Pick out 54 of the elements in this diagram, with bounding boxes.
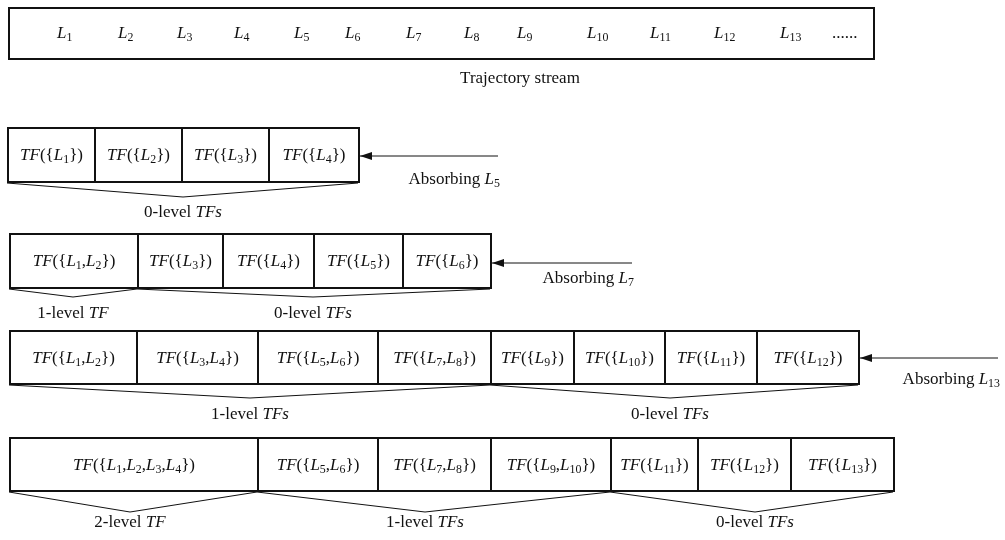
- symbol-label: L$_{11}$: [650, 23, 671, 43]
- symbol-label: L$_{13}$: [780, 23, 802, 43]
- ellipsis: ......: [832, 23, 858, 43]
- frame-cell: TF({L$_{3}$}): [181, 127, 270, 183]
- frame-cell: TF({L$_{9}$}): [490, 330, 575, 385]
- frame-cell: TF({L$_{3}$,L$_{4}$}): [136, 330, 259, 385]
- level-label: 1-level TF: [37, 303, 109, 323]
- frame-cell: TF({L$_{12}$}): [697, 437, 792, 492]
- stream-label: Trajectory stream: [460, 68, 580, 88]
- annotation-text: Absorbing L$_{13}$: [872, 357, 1000, 389]
- frame-cell: TF({L$_{11}$}): [664, 330, 758, 385]
- symbol-label: L$_{2}$: [118, 23, 134, 43]
- frame-cell: TF({L$_{4}$}): [222, 233, 315, 289]
- frame-cell: TF({L$_{7}$,L$_{8}$}): [377, 330, 492, 385]
- frame-cell: TF({L$_{12}$}): [756, 330, 860, 385]
- frame-cell: TF({L$_{4}$}): [268, 127, 360, 183]
- frame-cell: TF({L$_{13}$}): [790, 437, 895, 492]
- level-label: 0-level TFs: [716, 512, 794, 532]
- symbol-label: L$_{9}$: [517, 23, 533, 43]
- symbol-label: L$_{12}$: [714, 23, 736, 43]
- frame-cell: TF({L$_{11}$}): [610, 437, 699, 492]
- frame-cell: TF({L$_{5}$,L$_{6}$}): [257, 330, 379, 385]
- level-label: 1-level TFs: [386, 512, 464, 532]
- level-label: 2-level TF: [94, 512, 166, 532]
- level-label: 1-level TFs: [211, 404, 289, 424]
- frame-cell: TF({L$_{6}$}): [402, 233, 492, 289]
- symbol-label: L$_{4}$: [234, 23, 250, 43]
- frame-cell: TF({L$_{1}$,L$_{2}$}): [9, 233, 139, 289]
- arrow: [359, 152, 499, 160]
- frame-cell: TF({L$_{2}$}): [94, 127, 183, 183]
- stream-box: [8, 7, 875, 60]
- frame-cell: TF({L$_{5}$,L$_{6}$}): [257, 437, 379, 492]
- level-label: 0-level TFs: [144, 202, 222, 222]
- arrow: [491, 259, 633, 267]
- symbol-label: L$_{10}$: [587, 23, 609, 43]
- frame-cell: TF({L$_{7}$,L$_{8}$}): [377, 437, 492, 492]
- level-label: 0-level TFs: [631, 404, 709, 424]
- frame-cell: TF({L$_{5}$}): [313, 233, 404, 289]
- frame-cell: TF({L$_{1}$,L$_{2}$}): [9, 330, 138, 385]
- frame-cell: TF({L$_{1}$,L$_{2}$,L$_{3}$,L$_{4}$}): [9, 437, 259, 492]
- symbol-label: L$_{7}$: [406, 23, 422, 43]
- frame-cell: TF({L$_{1}$}): [7, 127, 96, 183]
- annotation-text: Absorbing L$_{7}$: [510, 262, 634, 288]
- symbol-label: L$_{1}$: [57, 23, 73, 43]
- level-label: 0-level TFs: [274, 303, 352, 323]
- symbol-label: L$_{3}$: [177, 23, 193, 43]
- frame-cell: TF({L$_{3}$}): [137, 233, 224, 289]
- symbol-label: L$_{8}$: [464, 23, 480, 43]
- frame-cell: TF({L$_{9}$,L$_{10}$}): [490, 437, 612, 492]
- symbol-label: L$_{6}$: [345, 23, 361, 43]
- frame-cell: TF({L$_{10}$}): [573, 330, 666, 385]
- annotation-text: Absorbing L$_{5}$: [380, 155, 500, 189]
- arrow: [859, 354, 999, 362]
- symbol-label: L$_{5}$: [294, 23, 310, 43]
